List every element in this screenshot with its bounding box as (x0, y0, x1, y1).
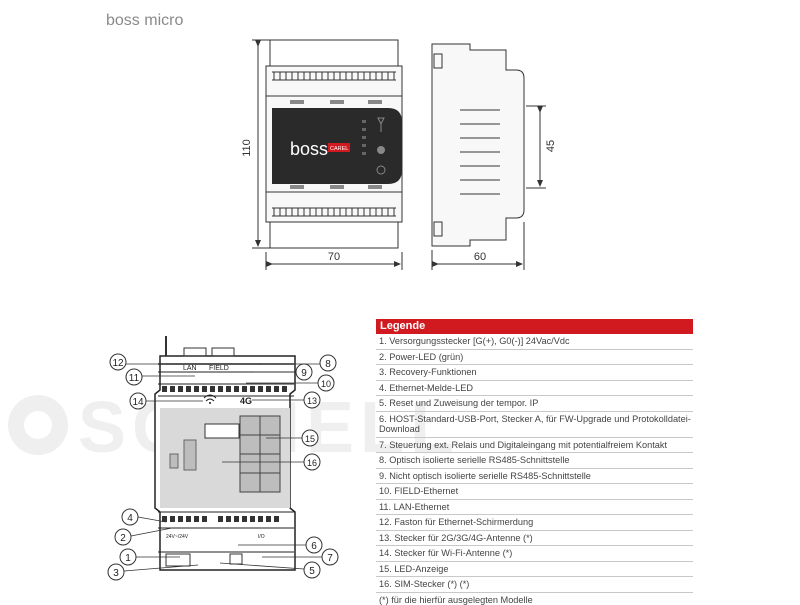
dim-height (252, 39, 270, 249)
legend-item: 15. LED-Anzeige (376, 562, 693, 577)
svg-text:3: 3 (113, 568, 119, 579)
callout-14: 14 (129, 392, 147, 410)
callout-2: 2 (114, 528, 132, 546)
power-icon (376, 165, 386, 175)
dim-width-front-label: 70 (328, 251, 340, 263)
dim-width-side-label: 60 (474, 251, 486, 263)
led-bar (362, 120, 366, 155)
label-power: 24V~/24V (166, 534, 189, 540)
svg-text:10: 10 (321, 379, 331, 389)
legend-list: 1. Versorgungsstecker [G(+), G0(-)] 24Va… (376, 334, 693, 593)
legend-item: 11. LAN-Ethernet (376, 500, 693, 515)
legend-item: 1. Versorgungsstecker [G(+), G0(-)] 24Va… (376, 334, 693, 350)
legend-item: 8. Optisch isolierte serielle RS485-Schn… (376, 453, 693, 469)
callout-16: 16 (303, 453, 321, 471)
svg-text:1: 1 (125, 553, 131, 564)
svg-text:14: 14 (132, 397, 144, 408)
callout-4: 4 (121, 508, 139, 526)
legend-item: 10. FIELD-Ethernet (376, 484, 693, 500)
legend-item: 9. Nicht optisch isolierte serielle RS48… (376, 469, 693, 484)
callout-5: 5 (303, 561, 321, 579)
callout-9: 9 (295, 363, 313, 381)
callout-13: 13 (303, 391, 321, 409)
callout-10: 10 (317, 374, 335, 392)
antenna-icon (377, 117, 385, 132)
callout-6: 6 (305, 536, 323, 554)
legend-note: (*) für die hierfür ausgelegten Modelle (379, 594, 533, 605)
legend-title: Legende (376, 319, 693, 334)
callout-7: 7 (321, 548, 339, 566)
legend-item: 14. Stecker für Wi-Fi-Antenne (*) (376, 546, 693, 562)
callouts: 12 11 14 8 9 10 13 15 16 4 2 1 3 6 7 5 (107, 353, 339, 581)
svg-text:5: 5 (309, 566, 315, 577)
label-field: FIELD (209, 365, 229, 372)
label-io: I/O (258, 534, 265, 540)
svg-text:11: 11 (129, 373, 140, 384)
carel-badge: CAREL (330, 146, 348, 152)
legend: Legende 1. Versorgungsstecker [G(+), G0(… (376, 319, 693, 605)
dim-depth-label: 45 (545, 140, 557, 152)
status-icon (377, 146, 385, 154)
bottom-connector-row (162, 516, 279, 522)
top-terminals (272, 71, 396, 81)
sim-slot (204, 423, 240, 439)
svg-text:12: 12 (112, 358, 124, 369)
svg-text:2: 2 (120, 533, 126, 544)
svg-text:7: 7 (327, 553, 333, 564)
lan-port (183, 347, 207, 357)
callout-15: 15 (301, 429, 319, 447)
legend-item: 4. Ethernet-Melde-LED (376, 381, 693, 396)
legend-item: 7. Steuerung ext. Relais und Digitaleing… (376, 438, 693, 453)
top-connector-row (162, 386, 287, 392)
callout-3: 3 (107, 563, 125, 581)
page-title: boss micro (106, 12, 184, 29)
legend-item: 16. SIM-Stecker (*) (*) (376, 577, 693, 593)
callout-11: 11 (125, 368, 143, 386)
wifi-icon (203, 394, 217, 402)
svg-text:4: 4 (127, 513, 133, 524)
brand-logo: boss (290, 139, 328, 159)
legend-item: 2. Power-LED (grün) (376, 350, 693, 365)
callout-8: 8 (319, 354, 337, 372)
svg-text:6: 6 (311, 541, 317, 552)
legend-item: 13. Stecker für 2G/3G/4G-Antenne (*) (376, 531, 693, 546)
svg-text:9: 9 (301, 368, 307, 379)
dim-width-side (431, 222, 525, 270)
legend-item: 3. Recovery-Funktionen (376, 365, 693, 381)
dim-width-front (265, 252, 403, 270)
side-view (431, 43, 525, 247)
svg-text:16: 16 (307, 458, 317, 468)
callout-12: 12 (109, 353, 127, 371)
dim-height-label: 110 (241, 139, 253, 157)
svg-text:8: 8 (325, 359, 331, 370)
field-port (211, 347, 235, 357)
dim-depth (526, 105, 546, 189)
power-connector (165, 553, 191, 567)
svg-text:15: 15 (305, 434, 315, 444)
svg-text:13: 13 (307, 396, 317, 406)
label-4g: 4G (240, 396, 252, 406)
callout-1: 1 (119, 548, 137, 566)
legend-item: 5. Reset und Zuweisung der tempor. IP (376, 396, 693, 412)
label-lan: LAN (183, 365, 197, 372)
device-face: boss CAREL (272, 108, 402, 184)
bottom-terminals (272, 207, 396, 217)
legend-item: 6. HOST-Standard-USB-Port, Stecker A, fü… (376, 412, 693, 438)
legend-item: 12. Faston für Ethernet-Schirmerdung (376, 515, 693, 531)
leader-lines (123, 363, 322, 572)
